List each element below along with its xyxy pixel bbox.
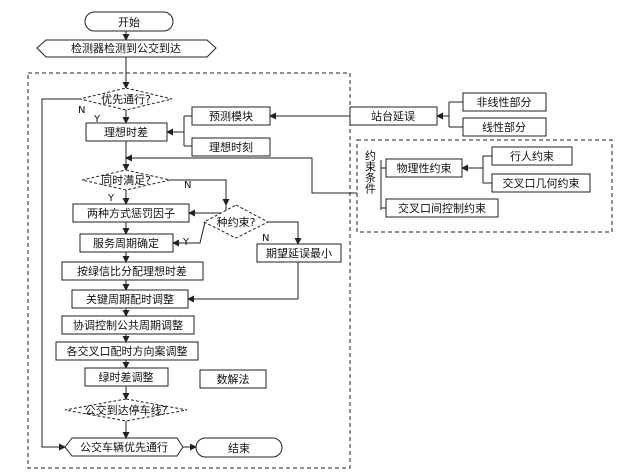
bus-pass-box bbox=[64, 437, 184, 457]
penalty-box bbox=[72, 203, 190, 223]
end-label: 结束 bbox=[228, 442, 250, 455]
edge-label-n3: N bbox=[262, 233, 269, 244]
ideal-time-label: 理想时刻 bbox=[209, 140, 253, 154]
geometry-label: 交叉口几何约束 bbox=[503, 176, 580, 190]
station-delay-box bbox=[349, 106, 438, 126]
pedestrian-box bbox=[491, 146, 573, 166]
detect-box bbox=[36, 39, 217, 58]
nonlinear-label: 非线性部分 bbox=[477, 95, 532, 109]
linear-label: 线性部分 bbox=[482, 120, 526, 134]
detect-label: 检测器检测到公交到达 bbox=[71, 41, 181, 55]
penalty-label: 两种方式惩罚因子 bbox=[87, 206, 175, 220]
edge-which-mindelay bbox=[268, 221, 302, 245]
which-decision bbox=[202, 204, 270, 239]
timeok-label: 同时满足? bbox=[101, 174, 151, 187]
pedestrian-label: 行人约束 bbox=[510, 150, 554, 163]
edge-label-n1: N bbox=[78, 105, 85, 116]
edge-label-y1: Y bbox=[93, 114, 101, 125]
geometry-box bbox=[491, 173, 591, 193]
coord-label: 协调控制公共周期调整 bbox=[73, 318, 183, 332]
priority-label: 优先通行? bbox=[101, 93, 151, 106]
green-ratio-label: 按绿信比分配理想时差 bbox=[77, 264, 187, 278]
intersection-box bbox=[55, 341, 199, 361]
station-delay-label: 站台延误 bbox=[371, 109, 415, 123]
predict-label: 预测模块 bbox=[209, 110, 253, 123]
key-cycle-box bbox=[71, 289, 189, 309]
ideal-offset-label: 理想时差 bbox=[104, 125, 148, 139]
constraint-label: 约束条件 bbox=[364, 150, 377, 195]
ideal-offset-box bbox=[85, 122, 168, 142]
numeric-label: 数解法 bbox=[217, 372, 250, 386]
cycle-box bbox=[79, 233, 174, 253]
edge-timeok-no bbox=[170, 179, 230, 206]
edge-mindelay-key bbox=[187, 262, 299, 303]
inter-control-box bbox=[385, 198, 499, 218]
green-offset-box bbox=[84, 367, 169, 387]
edge-label-n2: N bbox=[184, 180, 191, 191]
coord-box bbox=[61, 315, 195, 335]
edge-which-cycle bbox=[172, 221, 206, 247]
physical-label: 物理性约束 bbox=[397, 161, 452, 175]
constraint-region-border bbox=[356, 139, 613, 233]
physical-box bbox=[385, 158, 463, 178]
main-region-border bbox=[27, 72, 351, 469]
bus-pass-label: 公交车辆优先通行 bbox=[80, 440, 168, 454]
ideal-time-box bbox=[191, 137, 271, 157]
edge-constraints-main bbox=[125, 154, 357, 194]
timeok-decision bbox=[81, 169, 171, 191]
intersection-label: 各交叉口配时方向案调整 bbox=[67, 344, 188, 358]
inter-control-label: 交叉口间控制约束 bbox=[398, 201, 486, 215]
edge-which-penalty bbox=[188, 205, 227, 217]
arrive-label: 公交到达停车线? bbox=[85, 403, 168, 417]
min-delay-box bbox=[256, 243, 342, 263]
arrive-decision bbox=[64, 398, 188, 422]
edge-label-y2: Y bbox=[107, 193, 115, 204]
key-cycle-label: 关键周期配时调整 bbox=[86, 292, 174, 306]
nonlinear-box bbox=[462, 92, 547, 112]
edge-label-y3: Y bbox=[182, 237, 190, 248]
green-offset-label: 绿时差调整 bbox=[99, 370, 154, 384]
linear-box bbox=[462, 117, 547, 137]
green-ratio-box bbox=[61, 261, 204, 281]
end-terminal bbox=[195, 437, 283, 458]
edge-priority-no-loop bbox=[41, 98, 84, 451]
priority-decision bbox=[79, 87, 173, 111]
start-terminal bbox=[84, 11, 174, 32]
start-label: 开始 bbox=[118, 15, 140, 29]
which-label: 种约束? bbox=[217, 215, 256, 229]
predict-box bbox=[191, 106, 271, 126]
min-delay-label: 期望延误最小 bbox=[266, 247, 332, 260]
cycle-label: 服务周期确定 bbox=[93, 236, 159, 250]
numeric-box bbox=[199, 369, 267, 389]
